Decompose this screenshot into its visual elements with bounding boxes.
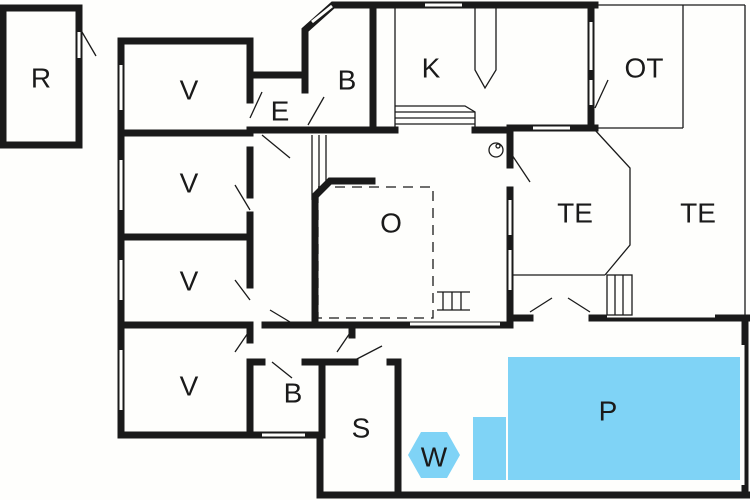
room-label-p: P <box>599 396 618 427</box>
room-label-b2: B <box>284 378 303 409</box>
room-label-w: W <box>421 442 448 473</box>
pool <box>508 357 740 480</box>
room-r-walls <box>0 4 97 149</box>
room-label-v3: V <box>180 266 199 297</box>
room-label-r: R <box>31 63 51 94</box>
room-label-v1: V <box>180 75 199 106</box>
room-label-k: K <box>422 53 441 84</box>
room-label-s: S <box>352 413 371 444</box>
room-label-v4: V <box>180 371 199 402</box>
fixtures <box>234 8 633 379</box>
whirlpool-hexagon <box>408 432 460 478</box>
room-label-ot: OT <box>625 53 664 84</box>
pool-step <box>473 417 506 480</box>
room-label-b1: B <box>338 65 357 96</box>
room-label-te2: TE <box>680 198 716 229</box>
walls <box>117 1 750 499</box>
room-label-o: O <box>380 208 402 239</box>
room-label-te1: TE <box>557 198 593 229</box>
room-label-v2: V <box>180 168 199 199</box>
room-label-e: E <box>271 96 290 127</box>
